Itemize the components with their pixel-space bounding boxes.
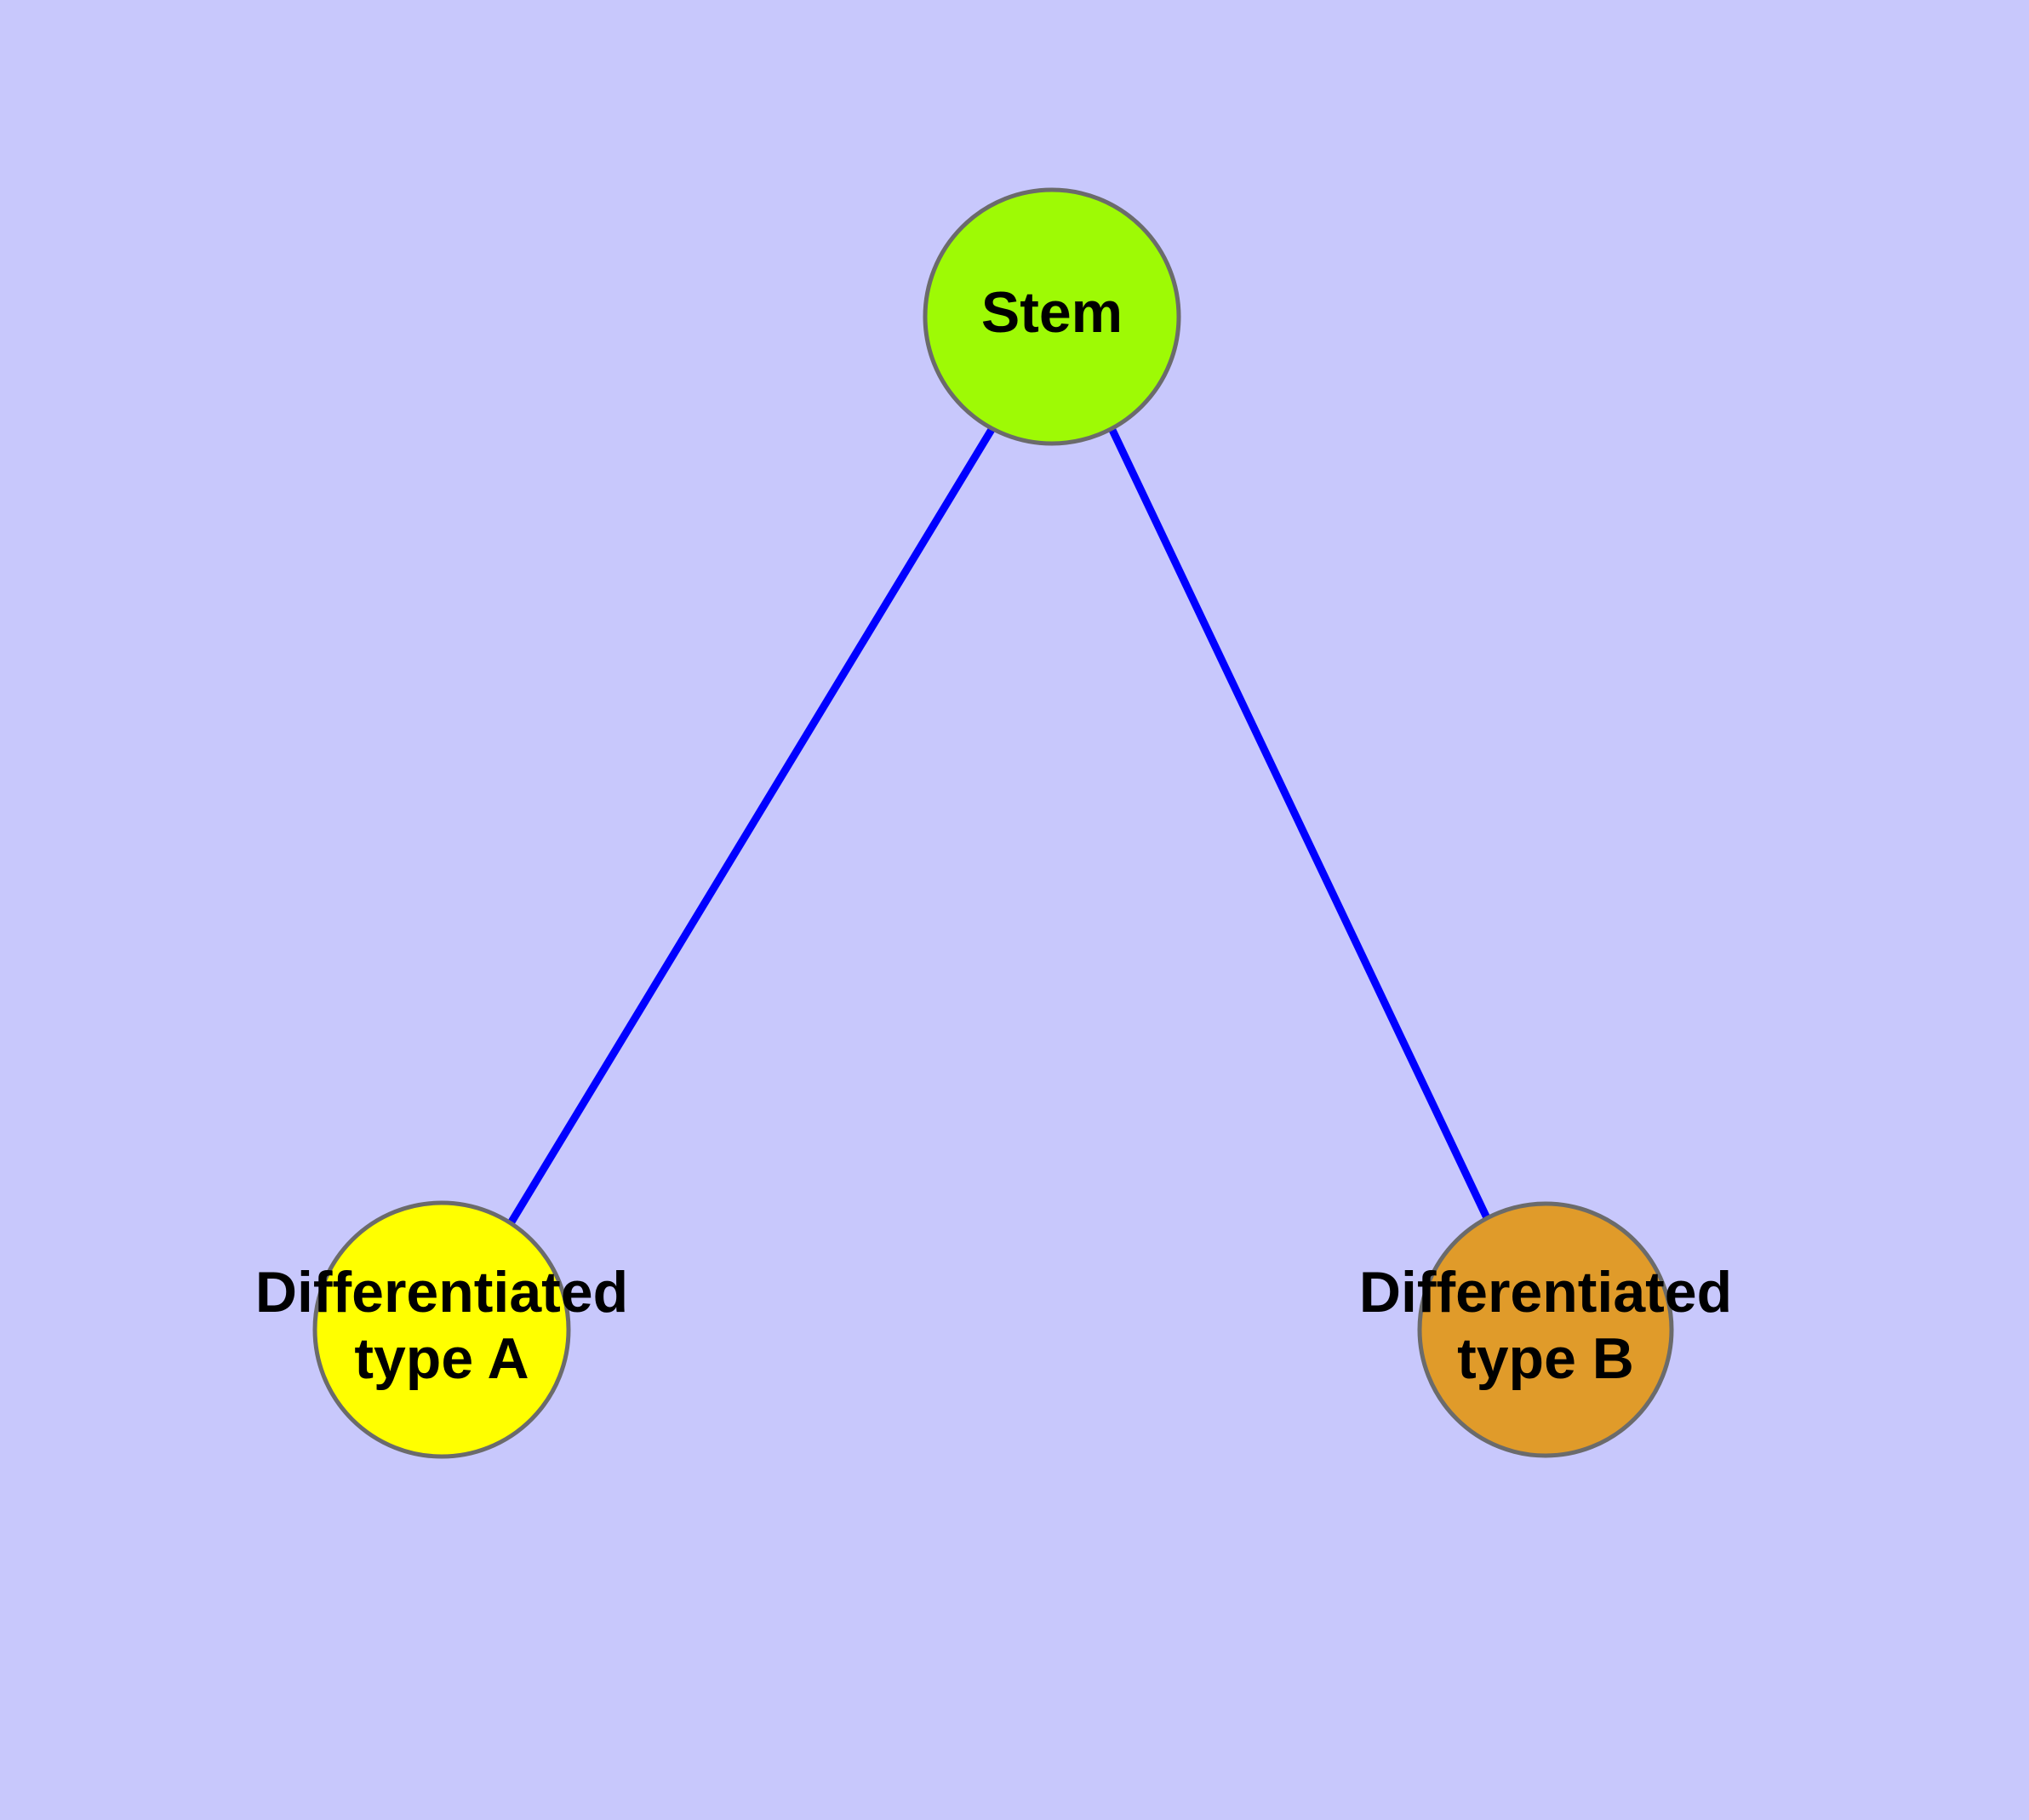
edge-stem-to-diff-b[interactable] — [1107, 426, 1494, 1225]
node-label-line: Stem — [981, 280, 1123, 345]
node-label-line: type A — [354, 1326, 529, 1391]
node-label-line: Differentiated — [255, 1260, 628, 1325]
node-stem[interactable] — [923, 187, 1181, 446]
node-label-line: Differentiated — [1359, 1260, 1732, 1325]
node-label-line: type B — [1457, 1326, 1634, 1391]
node-label-stem: Stem — [981, 280, 1123, 345]
node-diff-a[interactable] — [312, 1200, 571, 1459]
node-diff-b[interactable] — [1417, 1201, 1674, 1458]
edges-layer — [507, 426, 1494, 1226]
nodes-layer — [312, 187, 1674, 1459]
edge-stem-to-diff-a[interactable] — [507, 426, 996, 1226]
